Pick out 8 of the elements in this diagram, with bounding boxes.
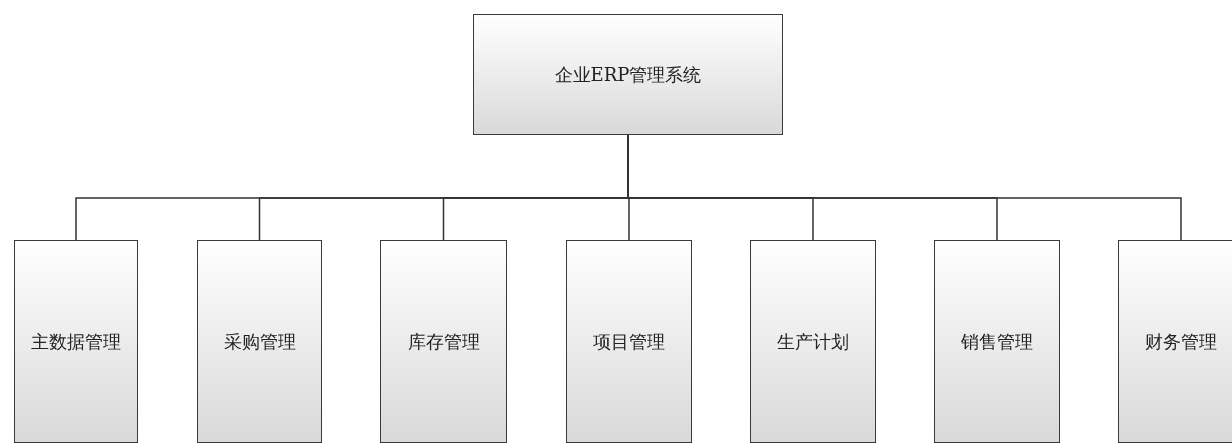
module-box: 销售管理 xyxy=(934,240,1060,443)
module-box: 财务管理 xyxy=(1118,240,1232,443)
system-box: 企业ERP管理系统 xyxy=(473,14,783,135)
module-box: 项目管理 xyxy=(566,240,692,443)
module-box: 生产计划 xyxy=(750,240,876,443)
module-box: 库存管理 xyxy=(380,240,507,443)
module-box: 采购管理 xyxy=(197,240,322,443)
module-box: 主数据管理 xyxy=(14,240,138,443)
